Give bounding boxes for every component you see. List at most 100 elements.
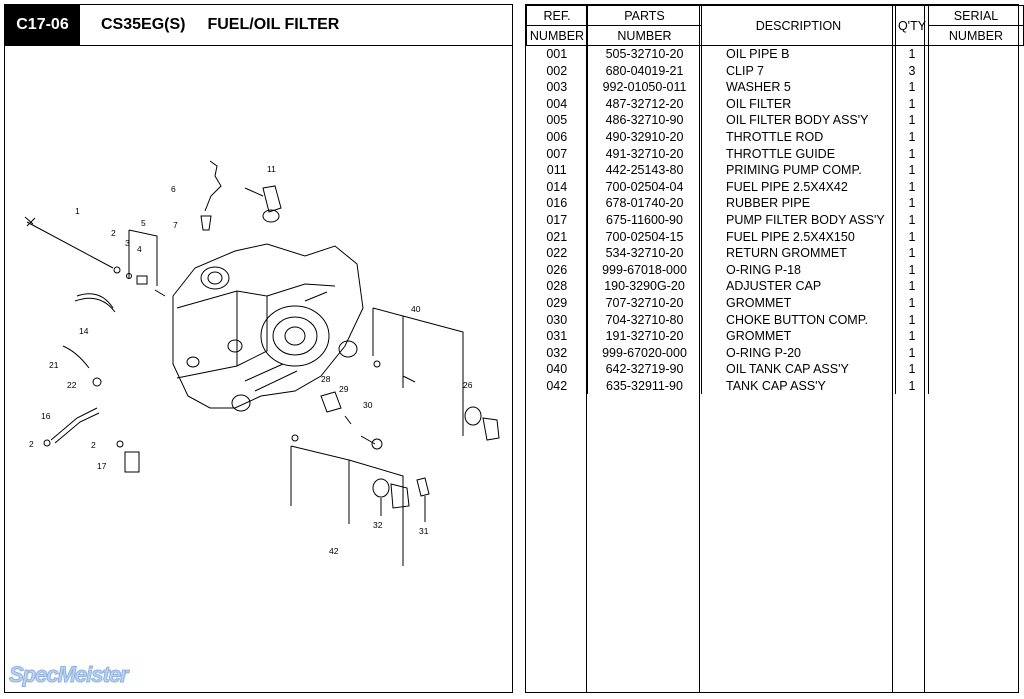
ref-number: 028 <box>526 278 588 295</box>
page-title: CS35EG(S)FUEL/OIL FILTER <box>101 5 361 45</box>
part-number: 992-01050-011 <box>587 79 702 96</box>
part-number: 680-04019-21 <box>587 62 702 80</box>
callout-21: 21 <box>49 360 59 370</box>
col-ref-line1: REF. <box>526 5 588 26</box>
section-title: FUEL/OIL FILTER <box>207 16 340 33</box>
col-qty: Q'TY <box>895 5 929 46</box>
quantity: 1 <box>895 261 929 279</box>
quantity: 1 <box>895 361 929 378</box>
ref-number: 006 <box>526 128 588 146</box>
quantity: 1 <box>895 95 929 113</box>
part-number: 642-32719-90 <box>587 361 702 378</box>
callout-22: 22 <box>67 380 77 390</box>
ref-number: 022 <box>526 245 588 262</box>
ref-number: 029 <box>526 294 588 312</box>
quantity: 1 <box>895 328 929 345</box>
quantity: 1 <box>895 79 929 96</box>
part-number: 635-32911-90 <box>587 377 702 395</box>
part-number: 190-3290G-20 <box>587 278 702 295</box>
serial-number <box>929 229 1024 246</box>
description: ADJUSTER CAP <box>701 278 896 295</box>
serial-number <box>929 345 1024 362</box>
part-number: 700-02504-15 <box>587 228 702 246</box>
callout-40: 40 <box>411 304 421 314</box>
quantity: 3 <box>895 62 929 80</box>
description: PRIMING PUMP COMP. <box>701 162 896 179</box>
description: OIL TANK CAP ASS'Y <box>701 361 896 378</box>
ref-number: 031 <box>526 328 588 345</box>
column-divider <box>924 5 925 692</box>
serial-number <box>929 295 1024 312</box>
ref-number: 042 <box>526 377 588 395</box>
ref-number: 014 <box>526 178 588 196</box>
col-description: DESCRIPTION <box>701 5 896 46</box>
col-serial-line1: SERIAL <box>928 5 1024 26</box>
part-number: 704-32710-80 <box>587 311 702 329</box>
ref-number: 016 <box>526 195 588 212</box>
ref-number: 004 <box>526 95 588 113</box>
serial-number <box>929 63 1024 80</box>
part-number: 505-32710-20 <box>587 45 702 63</box>
callout-14: 14 <box>79 326 89 336</box>
description: GROMMET <box>701 328 896 345</box>
description: THROTTLE GUIDE <box>701 145 896 163</box>
ref-number: 021 <box>526 228 588 246</box>
part-number: 999-67018-000 <box>587 261 702 279</box>
part-number: 534-32710-20 <box>587 245 702 262</box>
page-header: C17-06 CS35EG(S)FUEL/OIL FILTER <box>5 5 512 46</box>
description: GROMMET <box>701 294 896 312</box>
callout-4: 4 <box>137 244 142 254</box>
diagram-panel: C17-06 CS35EG(S)FUEL/OIL FILTER <box>4 4 513 693</box>
callout-3: 3 <box>125 238 130 248</box>
callout-2c: 2 <box>91 440 96 450</box>
quantity: 1 <box>895 377 929 395</box>
description: CHOKE BUTTON COMP. <box>701 311 896 329</box>
part-number: 487-32712-20 <box>587 95 702 113</box>
page-code: C17-06 <box>5 5 80 45</box>
crankcase-outline <box>172 243 364 409</box>
ref-number: 032 <box>526 344 588 362</box>
callout-16: 16 <box>41 411 51 421</box>
col-parts-line1: PARTS <box>587 5 702 26</box>
callout-7: 7 <box>173 220 178 230</box>
description: OIL FILTER BODY ASS'Y <box>701 112 896 129</box>
ref-number: 026 <box>526 261 588 279</box>
quantity: 1 <box>895 195 929 212</box>
quantity: 1 <box>895 112 929 129</box>
description: OIL PIPE B <box>701 45 896 63</box>
callout-30: 30 <box>363 400 373 410</box>
parts-list-panel: REF. PARTS DESCRIPTION Q'TY SERIAL NUMBE… <box>525 4 1024 693</box>
serial-number <box>929 179 1024 196</box>
callout-5: 5 <box>141 218 146 228</box>
watermark-logo: SpecMeister <box>9 662 130 688</box>
description: THROTTLE ROD <box>701 128 896 146</box>
description: FUEL PIPE 2.5X4X150 <box>701 228 896 246</box>
col-serial-line2: NUMBER <box>928 25 1024 46</box>
serial-number <box>929 79 1024 96</box>
quantity: 1 <box>895 278 929 295</box>
quantity: 1 <box>895 228 929 246</box>
serial-number <box>929 129 1024 146</box>
description: WASHER 5 <box>701 79 896 96</box>
parts-table: REF. PARTS DESCRIPTION Q'TY SERIAL NUMBE… <box>526 5 1024 395</box>
serial-number <box>929 162 1024 179</box>
part-number: 700-02504-04 <box>587 178 702 196</box>
callout-2: 2 <box>111 228 116 238</box>
part-number: 999-67020-000 <box>587 344 702 362</box>
quantity: 1 <box>895 344 929 362</box>
quantity: 1 <box>895 211 929 229</box>
callout-28: 28 <box>321 374 331 384</box>
exploded-diagram: 1 2 3 4 5 6 7 11 14 16 17 21 22 2 2 26 2… <box>5 46 512 692</box>
serial-number <box>929 378 1024 395</box>
callout-2b: 2 <box>29 439 34 449</box>
